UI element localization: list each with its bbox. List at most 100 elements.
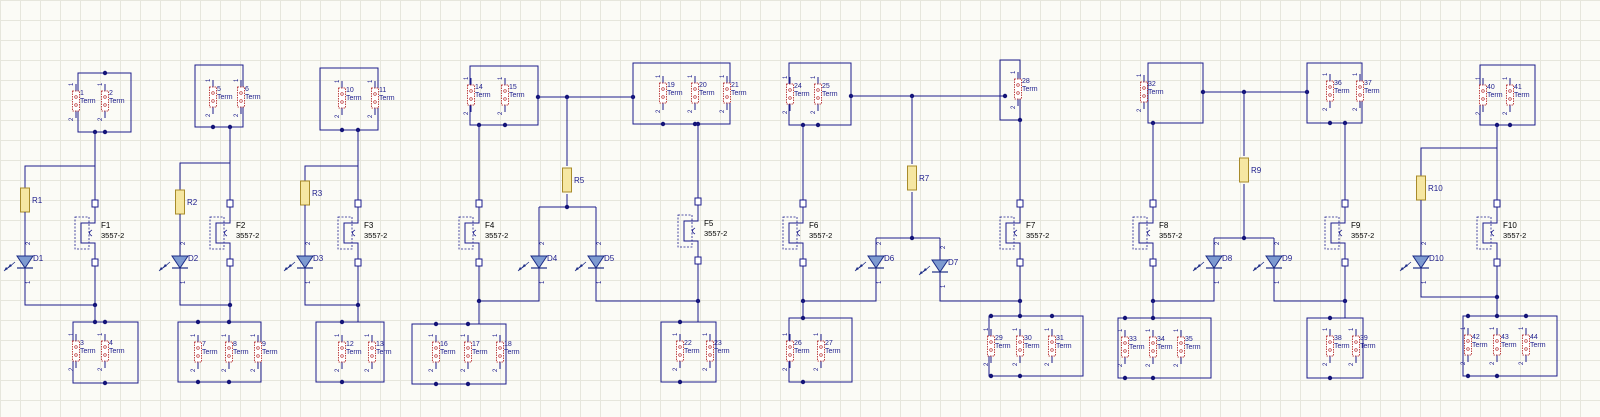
led-pin-label: 1 — [877, 280, 883, 284]
resistor-R5[interactable]: R5 — [562, 167, 585, 193]
terminal-body-icon — [1016, 335, 1024, 357]
terminal-type-label: Term — [80, 348, 96, 355]
terminal-type-label: Term — [376, 349, 392, 356]
resistor-R2[interactable]: R2 — [175, 189, 198, 215]
junction-dot — [433, 381, 439, 387]
terminal-pin2-label: 2 — [493, 368, 499, 372]
terminal-body-icon — [1352, 335, 1360, 357]
terminal-pin2-label: 2 — [69, 117, 75, 121]
terminal-pin2-label: 2 — [1353, 107, 1359, 111]
wire — [479, 278, 540, 302]
resistor-R10[interactable]: R10 — [1416, 175, 1444, 201]
terminal-type-label: Term — [822, 91, 838, 98]
terminal-number: 12 — [346, 341, 354, 348]
wire — [1420, 278, 1497, 298]
resistor-R7[interactable]: R7 — [907, 165, 930, 191]
terminal-pin2-label: 2 — [1490, 361, 1496, 365]
terminal-pin1-label: 1 — [1137, 73, 1143, 77]
terminal-pin1-label: 1 — [1476, 76, 1482, 80]
terminal-pin1-label: 1 — [1146, 328, 1152, 332]
terminal-pin2-label: 2 — [98, 117, 104, 121]
resistor-R3[interactable]: R3 — [300, 180, 323, 206]
junction-dot — [102, 129, 108, 135]
terminal-pin1-label: 1 — [673, 332, 679, 336]
led-icon — [1265, 255, 1283, 269]
terminal-pin1-label: 1 — [69, 82, 75, 86]
terminal-pin1-label: 1 — [1519, 326, 1525, 330]
junction-dot — [1327, 120, 1333, 126]
resistor-R1[interactable]: R1 — [20, 187, 43, 213]
terminal-type-label: Term — [714, 348, 730, 355]
terminal-body-icon — [723, 82, 731, 104]
wire — [24, 165, 95, 188]
led-pin-label: 1 — [26, 280, 32, 284]
resistor-R9[interactable]: R9 — [1239, 157, 1262, 183]
